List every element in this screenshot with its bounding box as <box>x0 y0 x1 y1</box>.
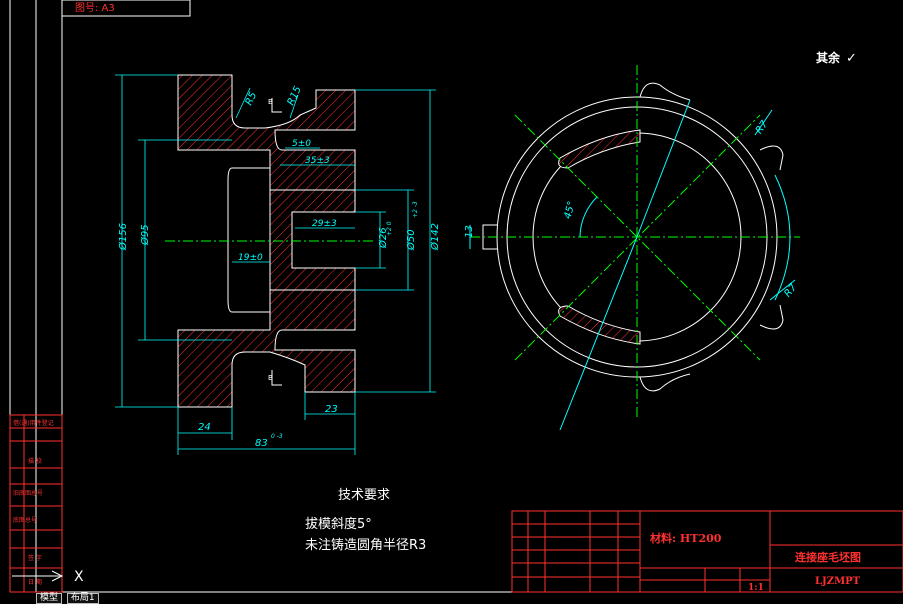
lug-right-bottom <box>759 304 784 330</box>
tab-layout1[interactable]: 布局1 <box>66 593 99 604</box>
roughness-label: 其余 <box>816 50 841 65</box>
dim-83: 83 <box>255 438 268 449</box>
section-hatch-upper <box>177 74 356 191</box>
r7-leader-bottom <box>769 279 796 301</box>
section-dimension-texts: R5 R15 5±0 35±3 29±3 19±0 Ø156 Ø95 Ø26 +… <box>117 85 441 449</box>
end-leader-lower <box>559 236 638 431</box>
title-block <box>511 510 903 593</box>
dim-45: 45° <box>563 200 578 220</box>
left-strip-item: 借(通)用件登记 <box>13 419 54 427</box>
section-dimension-lines <box>115 74 436 455</box>
end-leader-upper <box>636 99 691 238</box>
section-mark-b-top: B <box>268 98 273 106</box>
ucs-x-label: X <box>74 569 84 585</box>
dim-24: 24 <box>198 422 211 433</box>
lug-bottom <box>639 373 691 392</box>
inner-bore-outline <box>227 167 271 313</box>
dim-phi26-tol: +2 0 <box>386 221 393 236</box>
section-view <box>165 74 375 408</box>
slot-lower <box>558 305 641 345</box>
left-strip-item: 日 期 <box>28 578 42 586</box>
left-strip-item: 描 校 <box>28 457 42 465</box>
technical-notes: 技术要求 拔模斜度5° 未注铸造圆角半径R3 <box>305 488 426 553</box>
roughness-symbol: ✓ <box>846 51 857 66</box>
r7-leader-top <box>754 109 773 136</box>
left-strip <box>9 414 63 593</box>
lug-top <box>639 82 691 101</box>
end-view-texts: R7 R7 45° 13 <box>464 118 800 299</box>
ucs-icon <box>12 570 64 582</box>
dim-35: 35±3 <box>305 156 330 166</box>
material-label: 材料: HT200 <box>650 531 722 545</box>
layout-tabs: 模型 布局1 <box>36 593 101 604</box>
sheet-size-label: 图号: A3 <box>75 2 115 14</box>
left-strip-item: 旧底图总号 <box>13 489 43 497</box>
dim-phi26: Ø26 <box>377 227 389 249</box>
tab-model[interactable]: 模型 <box>36 593 63 604</box>
left-strip-item: 签 字 <box>28 554 42 562</box>
drawing-code: LJZMPT <box>815 576 861 587</box>
end-view <box>469 65 800 431</box>
dim-phi50: Ø50 <box>405 229 417 251</box>
section-mark-b-bottom: B <box>268 374 273 382</box>
dim-phi95: Ø95 <box>139 224 151 246</box>
lug-right-top <box>759 145 784 171</box>
dim-13: 13 <box>464 225 475 238</box>
dim-phi156: Ø156 <box>117 223 129 251</box>
end-diagonal-1 <box>514 114 761 361</box>
dim-83-tol: 0 -3 <box>271 433 283 440</box>
left-strip-item: 底图总号 <box>13 516 37 524</box>
dim-phi142: Ø142 <box>429 223 441 251</box>
section-marker-bottom <box>271 370 282 386</box>
left-strip-labels: 借(通)用件登记 描 校 旧底图总号 底图总号 签 字 日 期 <box>13 419 54 586</box>
dim-5: 5±0 <box>292 139 311 149</box>
dim-29: 29±3 <box>312 219 337 229</box>
notes-line-1: 拔模斜度5° <box>305 516 372 532</box>
drawing-scale: 1:1 <box>748 583 764 593</box>
part-name: 连接座毛坯图 <box>795 550 861 564</box>
end-diagonal-2 <box>514 114 761 361</box>
dim-phi50-tol: +2 -3 <box>412 201 419 218</box>
title-block-texts: 材料: HT200 连接座毛坯图 LJZMPT 1:1 <box>650 531 861 593</box>
dim-r5: R5 <box>244 91 260 108</box>
dim-r15: R15 <box>286 85 304 107</box>
slot-upper <box>558 129 641 169</box>
section-hatch-lower <box>177 289 356 408</box>
right-arc-dim <box>774 174 791 301</box>
dim-19: 19±0 <box>238 253 263 263</box>
end-angle-arc <box>579 196 598 238</box>
section-hatch-hub <box>269 189 356 291</box>
section-marker-top <box>271 98 282 113</box>
drawing-frame <box>9 0 903 593</box>
notes-line-2: 未注铸造圆角半径R3 <box>305 537 426 553</box>
dim-r7-bottom: R7 <box>782 282 799 300</box>
dim-23: 23 <box>325 404 338 415</box>
notes-heading: 技术要求 <box>338 488 390 503</box>
